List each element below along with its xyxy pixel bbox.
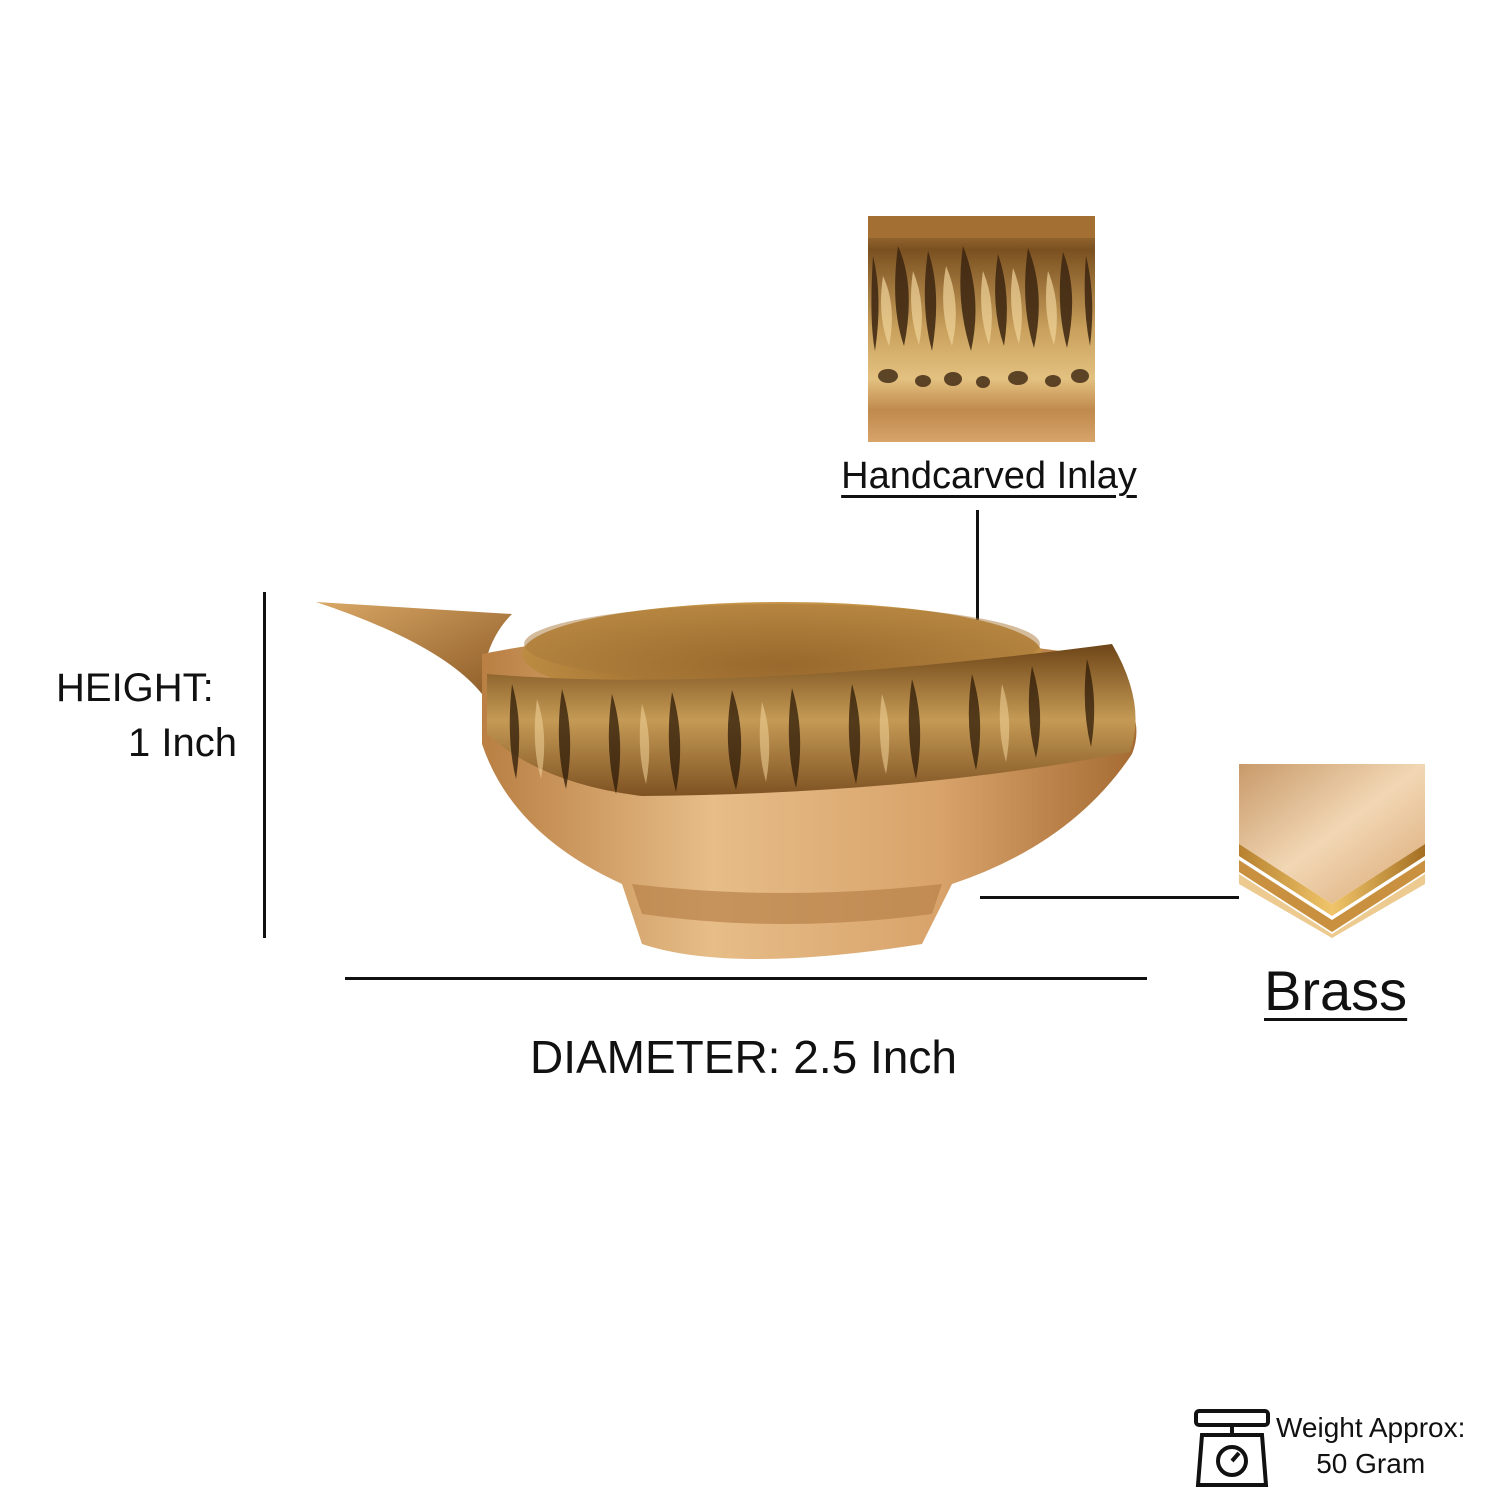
- inlay-connector-line: [976, 510, 979, 685]
- height-value: 1 Inch: [128, 721, 237, 765]
- handcarved-inlay-closeup-image: [868, 216, 1095, 442]
- diameter-label: DIAMETER: 2.5 Inch: [530, 1031, 957, 1083]
- diameter-dimension-line: [345, 977, 1147, 980]
- brass-material-label: Brass: [1264, 959, 1408, 1022]
- handcarved-inlay-label: Handcarved Inlay: [841, 455, 1137, 497]
- brass-sheet-sample-image: [1239, 764, 1425, 938]
- height-dimension-line: [263, 592, 266, 938]
- weight-label-line1: Weight Approx:: [1276, 1412, 1466, 1443]
- weight-label: Weight Approx: 50 Gram: [1276, 1410, 1465, 1482]
- brass-diya-lamp-image: [312, 584, 1148, 972]
- weight-label-line2: 50 Gram: [1316, 1448, 1426, 1479]
- height-label: HEIGHT:: [56, 666, 214, 710]
- brass-connector-line: [980, 896, 1240, 899]
- weighing-scale-icon: [1192, 1405, 1272, 1491]
